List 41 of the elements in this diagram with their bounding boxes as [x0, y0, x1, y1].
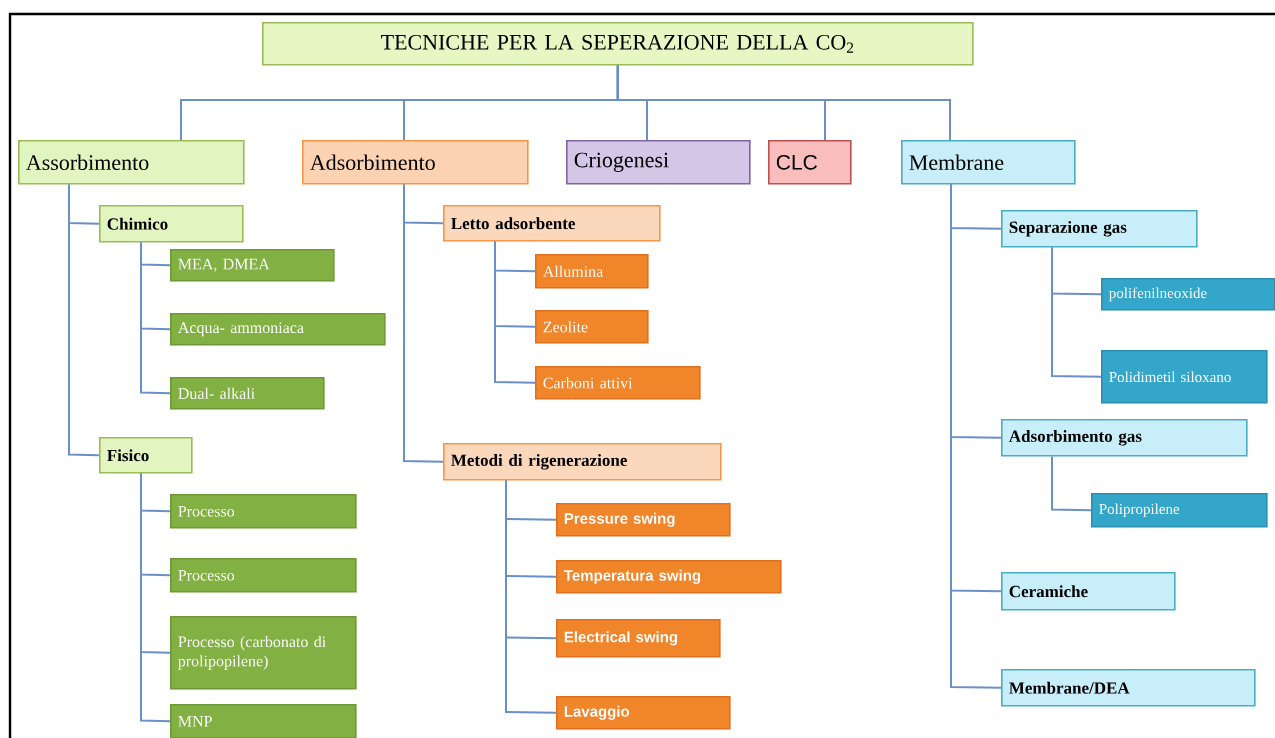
connector-line	[140, 472, 171, 723]
item-box: Polidimetil siloxano	[1101, 350, 1268, 404]
connector-line	[1051, 455, 1092, 512]
connector-line	[494, 240, 536, 384]
subcategory-box: Separazione gas	[1001, 210, 1198, 248]
subcategory-box: Letto adsorbente	[443, 205, 661, 242]
category-box: Assorbimento	[18, 140, 245, 185]
subcategory-box: Adsorbimento gas	[1001, 419, 1248, 457]
item-box: Temperatura swing	[556, 560, 782, 594]
item-box: MNP	[170, 704, 357, 738]
category-box: Membrane	[901, 140, 1076, 185]
category-box: CLC	[768, 140, 852, 185]
item-box: Lavaggio	[556, 696, 731, 730]
item-box: polifenilneoxide	[1101, 278, 1275, 311]
item-box: Polipropilene	[1091, 493, 1268, 528]
item-box: Dual- alkali	[170, 377, 325, 410]
item-box: Carboni attivi	[535, 366, 701, 400]
subcategory-box: Membrane/DEA	[1001, 669, 1256, 707]
category-box: Criogenesi	[566, 140, 751, 185]
connector-line	[140, 241, 171, 395]
subcategory-box: Chimico	[99, 205, 244, 243]
item-box: MEA, DMEA	[170, 249, 335, 282]
item-box: Processo (carbonato di prolipopilene)	[170, 616, 357, 690]
item-box: Electrical swing	[556, 619, 721, 658]
connector-line	[68, 183, 100, 457]
connector-line	[950, 183, 1002, 689]
subcategory-box: Fisico	[99, 437, 193, 474]
item-box: Acqua- ammoniaca	[170, 313, 386, 346]
item-box: Zeolite	[535, 310, 649, 344]
item-box: Pressure swing	[556, 503, 731, 537]
item-box: Allumina	[535, 254, 649, 289]
connector-line	[1051, 246, 1102, 378]
connector-line	[616, 64, 951, 141]
title-box: TECNICHE PER LA SEPERAZIONE DELLA CO$_{2}$	[262, 22, 974, 66]
item-box: Processo	[170, 494, 357, 529]
category-box: Adsorbimento	[302, 140, 529, 185]
item-box: Processo	[170, 558, 357, 593]
subcategory-box: Ceramiche	[1001, 572, 1176, 611]
subcategory-box: Metodi di rigenerazione	[443, 443, 722, 481]
connector-line	[505, 479, 557, 714]
connector-line	[403, 183, 444, 463]
